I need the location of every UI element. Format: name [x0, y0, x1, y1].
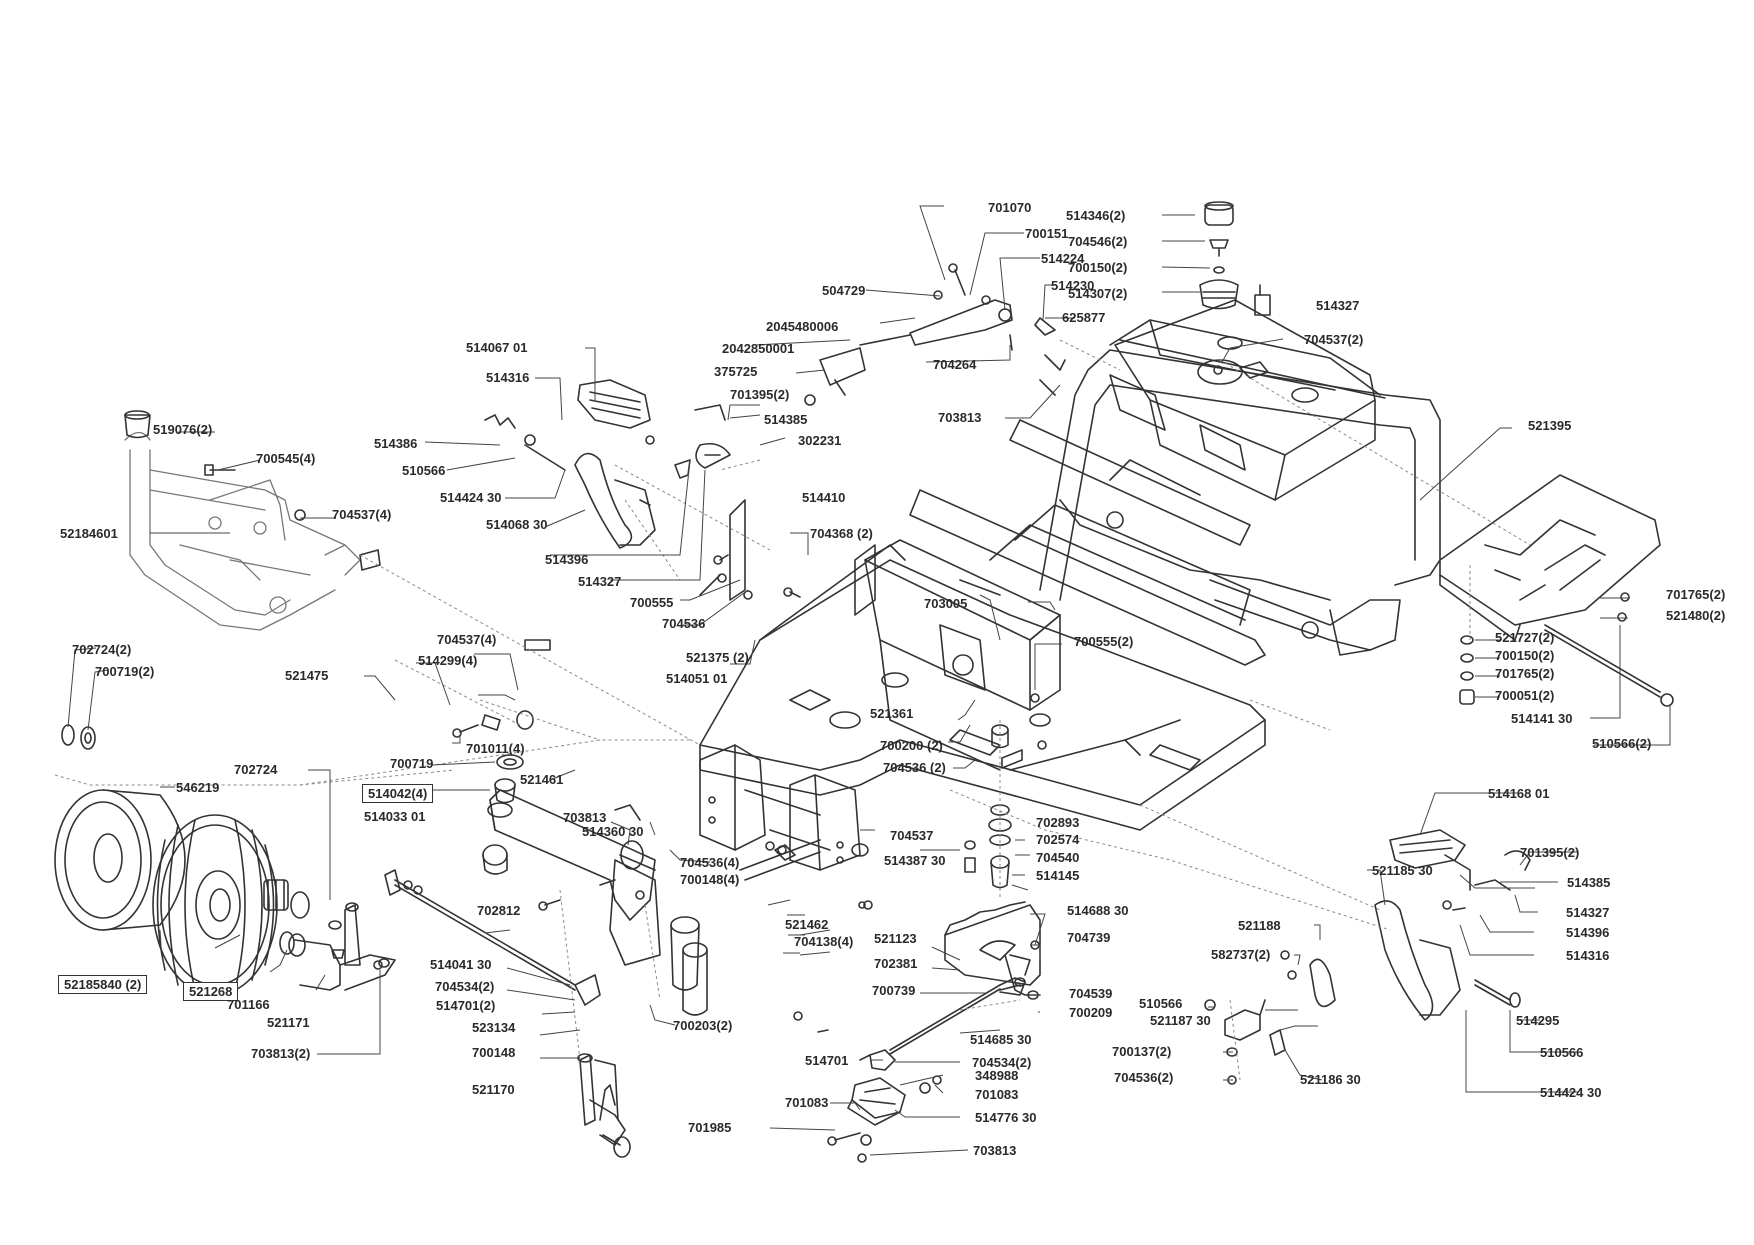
right-pedal-assembly — [1374, 829, 1531, 1021]
front-bumper — [124, 431, 361, 631]
rear-frame-hoop — [1039, 319, 1441, 601]
front-wheel-left — [54, 789, 186, 931]
steering-sector — [944, 901, 1041, 996]
rear-plate — [1439, 474, 1661, 641]
assembly-lines — [54, 339, 1531, 1081]
small-hardware — [61, 201, 1674, 1163]
right-hub-bracket — [1224, 958, 1336, 1056]
front-chassis-plate — [699, 544, 1266, 831]
main-chassis-frame — [909, 419, 1401, 666]
pedal-link-bracket — [847, 1075, 942, 1126]
front-axle-bracket — [699, 744, 861, 871]
centre-console — [864, 539, 1061, 771]
spindle-right — [577, 1053, 631, 1158]
front-wheel-right — [152, 814, 310, 996]
front-axle-beam — [482, 789, 708, 1016]
pedal-lever-arm — [819, 299, 1066, 396]
drag-link — [859, 977, 1026, 1071]
spindle-left — [288, 902, 396, 991]
left-pedal-assembly — [484, 379, 731, 549]
leader-lines — [67, 205, 1671, 1156]
steering-pivot — [964, 724, 1012, 889]
